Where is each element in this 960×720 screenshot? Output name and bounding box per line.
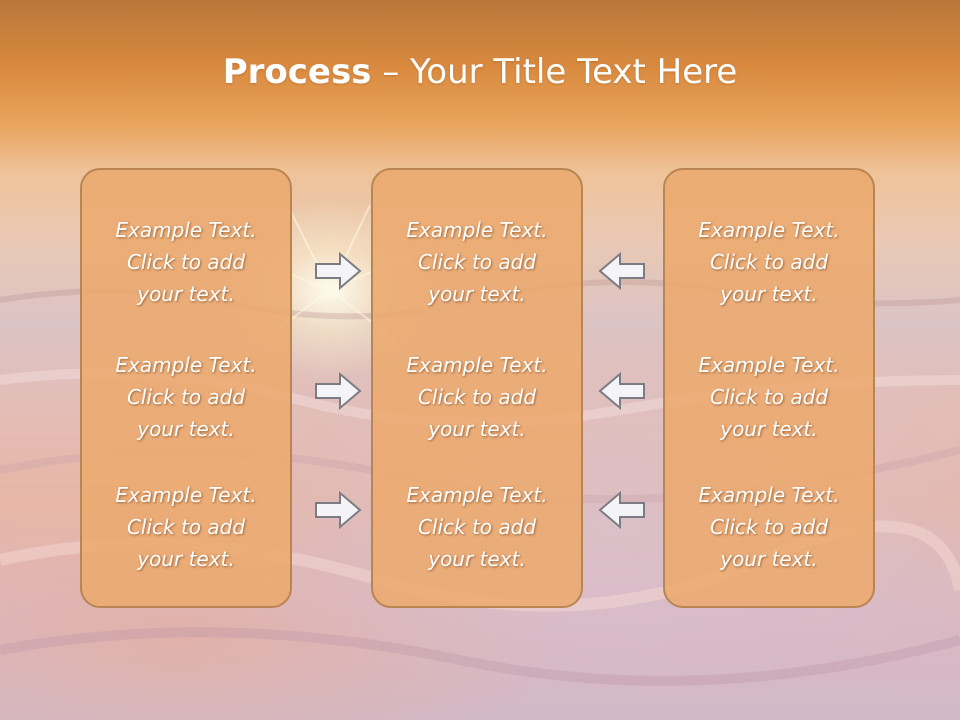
item-line-3: your text.	[720, 417, 818, 441]
center-text-item-3[interactable]: Example Text. Click to add your text.	[373, 479, 581, 575]
item-line-1: Example Text.	[698, 353, 840, 377]
left-text-item-3[interactable]: Example Text. Click to add your text.	[82, 479, 290, 575]
right-text-item-2[interactable]: Example Text. Click to add your text.	[665, 349, 873, 445]
left-text-item-1[interactable]: Example Text. Click to add your text.	[82, 214, 290, 310]
center-text-box[interactable]: Example Text. Click to add your text. Ex…	[371, 168, 583, 608]
title-bold-text: Process	[222, 52, 372, 92]
item-line-1: Example Text.	[115, 483, 257, 507]
right-text-item-3[interactable]: Example Text. Click to add your text.	[665, 479, 873, 575]
right-text-item-1[interactable]: Example Text. Click to add your text.	[665, 214, 873, 310]
arrow-right-icon[interactable]	[314, 251, 362, 291]
item-line-1: Example Text.	[698, 483, 840, 507]
arrow-left-icon[interactable]	[598, 251, 646, 291]
item-line-3: your text.	[428, 282, 526, 306]
item-line-2: Click to add	[126, 515, 246, 539]
left-text-item-2[interactable]: Example Text. Click to add your text.	[82, 349, 290, 445]
arrow-left-icon[interactable]	[598, 371, 646, 411]
item-line-3: your text.	[137, 547, 235, 571]
arrow-right-icon[interactable]	[314, 371, 362, 411]
item-line-1: Example Text.	[406, 353, 548, 377]
item-line-1: Example Text.	[115, 218, 257, 242]
item-line-3: your text.	[720, 547, 818, 571]
item-line-3: your text.	[137, 417, 235, 441]
right-text-box[interactable]: Example Text. Click to add your text. Ex…	[663, 168, 875, 608]
arrow-right-icon[interactable]	[314, 490, 362, 530]
center-text-item-2[interactable]: Example Text. Click to add your text.	[373, 349, 581, 445]
item-line-2: Click to add	[126, 385, 246, 409]
arrow-left-icon[interactable]	[598, 490, 646, 530]
item-line-2: Click to add	[417, 515, 537, 539]
item-line-3: your text.	[428, 417, 526, 441]
slide-title[interactable]: Process – Your Title Text Here	[0, 52, 960, 92]
item-line-2: Click to add	[709, 515, 829, 539]
item-line-2: Click to add	[709, 385, 829, 409]
item-line-3: your text.	[720, 282, 818, 306]
item-line-3: your text.	[428, 547, 526, 571]
item-line-1: Example Text.	[115, 353, 257, 377]
item-line-2: Click to add	[417, 250, 537, 274]
item-line-1: Example Text.	[698, 218, 840, 242]
item-line-1: Example Text.	[406, 218, 548, 242]
item-line-2: Click to add	[126, 250, 246, 274]
item-line-2: Click to add	[417, 385, 537, 409]
left-text-box[interactable]: Example Text. Click to add your text. Ex…	[80, 168, 292, 608]
item-line-3: your text.	[137, 282, 235, 306]
center-text-item-1[interactable]: Example Text. Click to add your text.	[373, 214, 581, 310]
item-line-1: Example Text.	[406, 483, 548, 507]
title-rest-text: – Your Title Text Here	[371, 52, 738, 92]
item-line-2: Click to add	[709, 250, 829, 274]
